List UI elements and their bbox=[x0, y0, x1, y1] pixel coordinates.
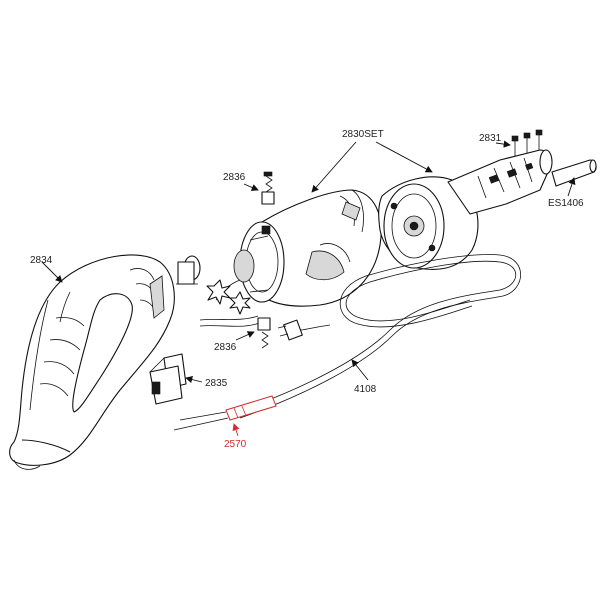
label-2835: 2835 bbox=[205, 378, 228, 389]
strain-relief-2570 bbox=[173, 395, 277, 431]
handle-housing-2834 bbox=[9, 254, 175, 470]
front-housing-assembly bbox=[378, 149, 553, 270]
label-2570: 2570 bbox=[224, 439, 247, 450]
label-es1406: ES1406 bbox=[548, 198, 584, 209]
label-2834: 2834 bbox=[30, 255, 53, 266]
leader-2836-top bbox=[243, 183, 259, 191]
label-2836-top: 2836 bbox=[223, 172, 246, 183]
label-2831: 2831 bbox=[479, 133, 502, 144]
carbon-brush-top bbox=[261, 171, 275, 205]
leader-2831 bbox=[495, 140, 511, 148]
leader-2830set-b bbox=[375, 141, 433, 173]
leader-2835 bbox=[185, 376, 203, 384]
fan-gear-parts bbox=[176, 255, 263, 327]
star-gear-2 bbox=[229, 291, 251, 315]
switch-2835 bbox=[149, 353, 187, 405]
star-gear-1 bbox=[206, 279, 231, 305]
tube-es1406 bbox=[551, 159, 597, 187]
screws-2831 bbox=[511, 129, 543, 156]
leader-2836-bottom bbox=[235, 331, 255, 341]
label-4108: 4108 bbox=[354, 384, 377, 395]
carbon-brush-bottom bbox=[257, 317, 271, 349]
part-labels: 2830SET 2831 2836 2834 2836 2835 4108 25… bbox=[30, 129, 584, 450]
leader-2834 bbox=[41, 261, 63, 283]
power-cord-4108 bbox=[235, 254, 522, 419]
leader-es1406 bbox=[567, 177, 576, 197]
leader-2570 bbox=[232, 423, 240, 437]
leader-4108 bbox=[351, 359, 369, 381]
label-2830set: 2830SET bbox=[342, 129, 384, 140]
label-2836-bottom: 2836 bbox=[214, 342, 237, 353]
leader-2830set-a bbox=[311, 141, 357, 193]
leader-lines bbox=[41, 140, 576, 437]
motor-body-assembly bbox=[215, 189, 382, 307]
